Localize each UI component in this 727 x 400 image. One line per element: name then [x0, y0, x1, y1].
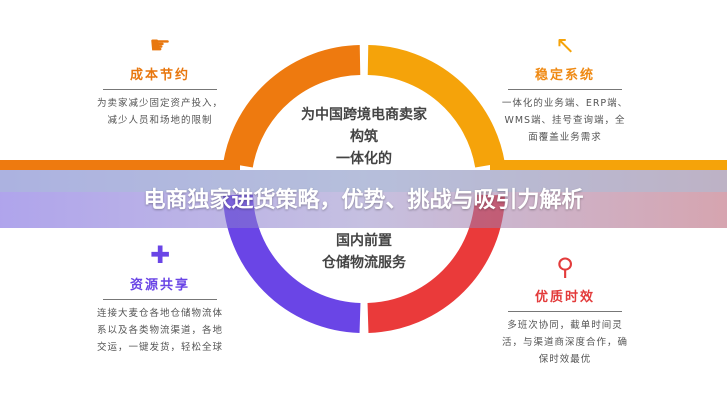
- divider: [508, 311, 622, 312]
- block-stable-system: ↖ 稳定系统 一体化的业务端、ERP端、WMS端、挂号查询端，全面覆盖业务需求: [500, 30, 630, 146]
- cursor-arrow-icon: ↖: [554, 31, 576, 59]
- headline-band-top: [0, 170, 727, 192]
- center-line: 为中国跨境电商卖家: [301, 107, 427, 123]
- ring-segment-amber: [367, 45, 505, 168]
- center-text-top: 为中国跨境电商卖家 构筑 一体化的: [284, 104, 444, 170]
- block-desc: 一体化的业务端、ERP端、WMS端、挂号查询端，全面覆盖业务需求: [501, 98, 629, 143]
- block-title: 资源共享: [129, 278, 190, 293]
- headline: 电商独家进货策略，优势、挑战与吸引力解析: [143, 188, 584, 213]
- ring-segment-orange: [223, 45, 361, 168]
- block-title: 稳定系统: [534, 68, 595, 83]
- block-desc: 多班次协同，截单时间灵活，与渠道商深度合作，确保时效最优: [501, 320, 628, 365]
- puzzle-icon: ✚: [149, 241, 171, 269]
- block-quality-timeliness: ⚲ 优质时效 多班次协同，截单时间灵活，与渠道商深度合作，确保时效最优: [500, 252, 630, 368]
- center-line: 一体化的: [336, 151, 392, 167]
- block-resource-sharing: ✚ 资源共享 连接大麦仓各地仓储物流体系以及各类物流渠道，各地交运，一键发货，轻…: [95, 240, 225, 356]
- center-line: 国内前置: [336, 233, 392, 249]
- left-connector-bar: [0, 160, 240, 170]
- magnifier-icon: ⚲: [556, 253, 574, 281]
- block-cost-saving: ☛ 成本节约 为卖家减少固定资产投入，减少人员和场地的限制: [95, 30, 225, 129]
- block-desc: 为卖家减少固定资产投入，减少人员和场地的限制: [96, 98, 223, 126]
- right-connector-bar: [490, 160, 727, 170]
- divider: [508, 89, 622, 90]
- hand-pointer-icon: ☛: [149, 31, 171, 59]
- block-desc: 连接大麦仓各地仓储物流体系以及各类物流渠道，各地交运，一键发货，轻松全球: [96, 308, 223, 353]
- divider: [103, 89, 217, 90]
- block-title: 优质时效: [534, 290, 595, 305]
- center-text-bottom: 国内前置 仓储物流服务: [284, 230, 444, 274]
- center-line: 仓储物流服务: [322, 255, 406, 271]
- divider: [103, 299, 217, 300]
- block-title: 成本节约: [129, 68, 190, 83]
- center-line: 构筑: [350, 129, 378, 145]
